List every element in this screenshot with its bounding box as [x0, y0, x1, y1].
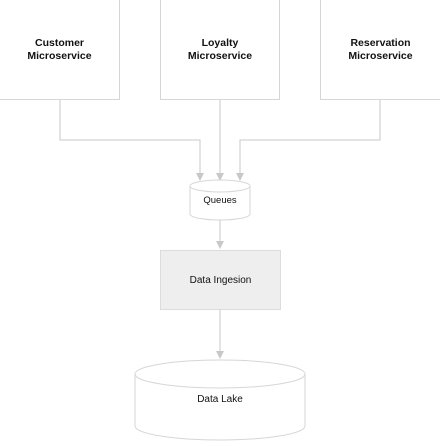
data-ingestion-box: Data Ingesion	[160, 250, 281, 310]
customer-to-queues-arrow	[59, 100, 204, 181]
reservation-label-line1: Reservation	[350, 37, 411, 49]
loyalty-microservice-label: Loyalty Microservice	[161, 37, 279, 63]
customer-microservice-label: Customer Microservice	[0, 37, 119, 63]
reservation-microservice-label: Reservation Microservice	[321, 37, 440, 63]
loyalty-label-line2: Microservice	[187, 50, 253, 62]
loyalty-microservice-box: Loyalty Microservice	[160, 0, 280, 100]
customer-microservice-box: Customer Microservice	[0, 0, 120, 100]
loyalty-label-line1: Loyalty	[201, 37, 239, 49]
customer-label-line1: Customer	[34, 37, 84, 49]
data-ingestion-label: Data Ingesion	[189, 275, 252, 286]
reservation-to-queues-arrow	[236, 100, 381, 181]
reservation-label-line2: Microservice	[348, 50, 413, 62]
data-lake-cylinder	[134, 359, 306, 441]
customer-label-line2: Microservice	[27, 50, 92, 62]
queues-cylinder	[189, 179, 251, 221]
data-lake-label: Data Lake	[197, 394, 243, 405]
reservation-microservice-box: Reservation Microservice	[320, 0, 440, 100]
queues-label: Queues	[203, 195, 237, 206]
